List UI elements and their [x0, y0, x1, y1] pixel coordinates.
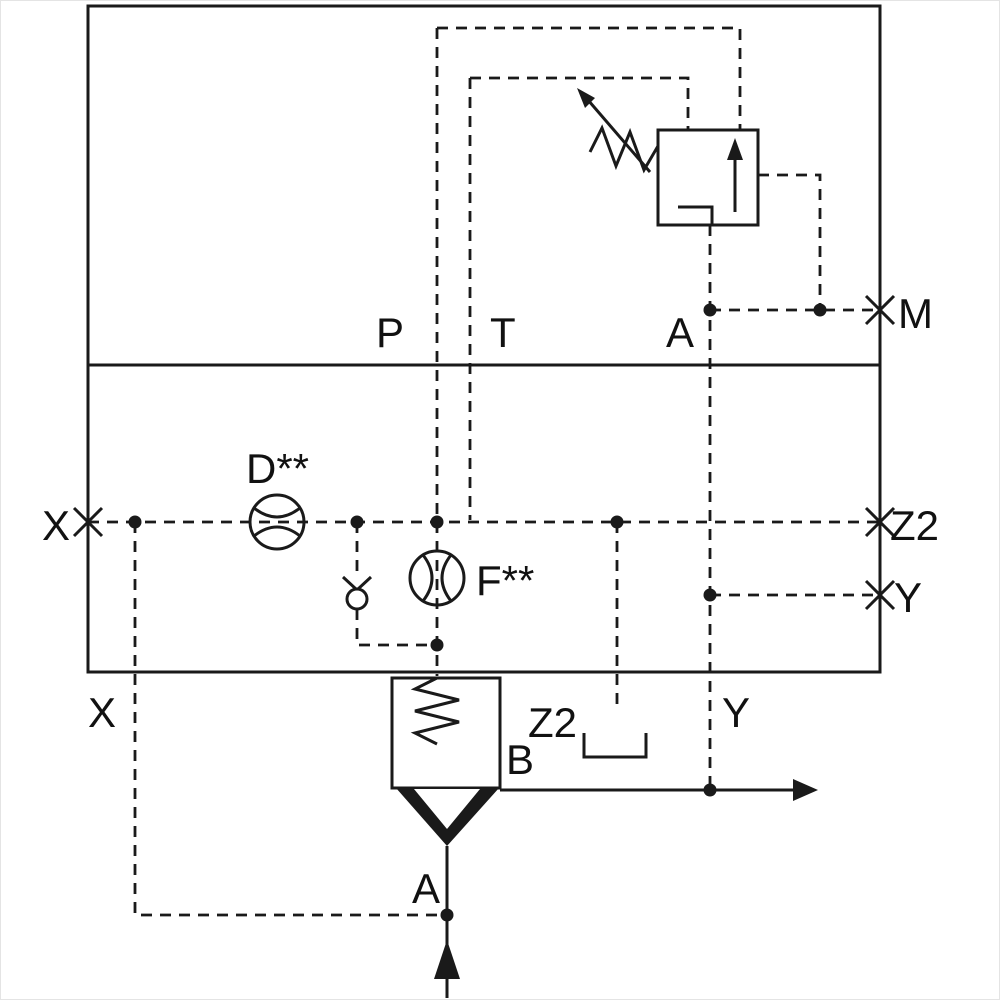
orifice-f-icon	[408, 549, 466, 607]
junction-dot	[440, 908, 454, 922]
orifice-label-d: D**	[246, 445, 309, 492]
port-y-plug-icon	[864, 579, 896, 611]
port-label-a-top: A	[666, 309, 694, 356]
adjustment-arrow-shaft	[586, 99, 652, 173]
main-flow-lines	[434, 779, 818, 998]
z2-cover-bracket	[582, 733, 648, 759]
port-label-x-left: X	[42, 502, 70, 549]
port-label-z2-bottom: Z2	[528, 699, 577, 746]
orifice-f-circle	[408, 549, 466, 607]
junction-dot	[703, 303, 717, 317]
adjustment-arrow-head-icon	[577, 88, 595, 108]
cartridge-valve	[390, 676, 502, 846]
port-label-m: M	[898, 290, 933, 337]
adjustable-spring-icon	[588, 124, 660, 174]
junction-dot	[703, 588, 717, 602]
port-label-a-bottom: A	[412, 865, 440, 912]
check-valve-ball	[345, 587, 369, 611]
port-label-z2-right: Z2	[890, 502, 939, 549]
pilot-lines	[88, 26, 880, 917]
port-plugs	[72, 294, 896, 611]
poppet-inner-cut	[414, 789, 480, 829]
port-m-plug-icon	[864, 294, 896, 326]
relief-valve-body	[656, 128, 760, 227]
pilot-line-m-branch	[758, 173, 822, 310]
port-z2-plug-icon	[864, 506, 896, 538]
port-label-y-bottom: Y	[722, 689, 750, 736]
labels: P T A M X Z2 Y D** F** X Z2 B Y A	[42, 290, 939, 912]
pilot-loop-inner	[470, 76, 690, 130]
flow-arrow-b-icon	[793, 779, 818, 801]
orifice-d-icon	[248, 493, 306, 551]
flow-arrow-a-icon	[434, 940, 460, 979]
junction-dot	[813, 303, 827, 317]
orifice-f-arc-left	[421, 554, 434, 602]
port-label-y-right: Y	[894, 574, 922, 621]
junction-dot	[430, 638, 444, 652]
port-label-p: P	[376, 309, 404, 356]
relief-flow-arrow-head-icon	[727, 138, 743, 160]
junction-dot	[610, 515, 624, 529]
port-label-b: B	[506, 736, 534, 783]
port-label-t: T	[490, 309, 516, 356]
port-label-x-bottom: X	[88, 689, 116, 736]
junction-dot	[703, 783, 717, 797]
pilot-line-check-lower	[355, 609, 437, 647]
block-outline	[86, 4, 882, 674]
check-valve-icon	[341, 575, 373, 611]
port-x-plug-icon	[72, 506, 104, 538]
manifold-block	[86, 4, 882, 674]
orifice-d-circle	[248, 493, 306, 551]
pilot-relief-valve	[577, 88, 760, 227]
junction-dot	[430, 515, 444, 529]
junction-dot	[350, 515, 364, 529]
orifice-d-arc-top	[253, 506, 301, 519]
orifice-f-arc-right	[440, 554, 453, 602]
junction-dot	[128, 515, 142, 529]
cartridge-body	[390, 676, 502, 790]
pilot-loop-outer	[437, 26, 742, 130]
orifice-label-f: F**	[476, 557, 534, 604]
junction-dots	[128, 303, 827, 922]
orifice-d-arc-bottom	[253, 525, 301, 538]
relief-drain-notch	[678, 205, 714, 225]
cartridge-spring-icon	[410, 676, 460, 746]
